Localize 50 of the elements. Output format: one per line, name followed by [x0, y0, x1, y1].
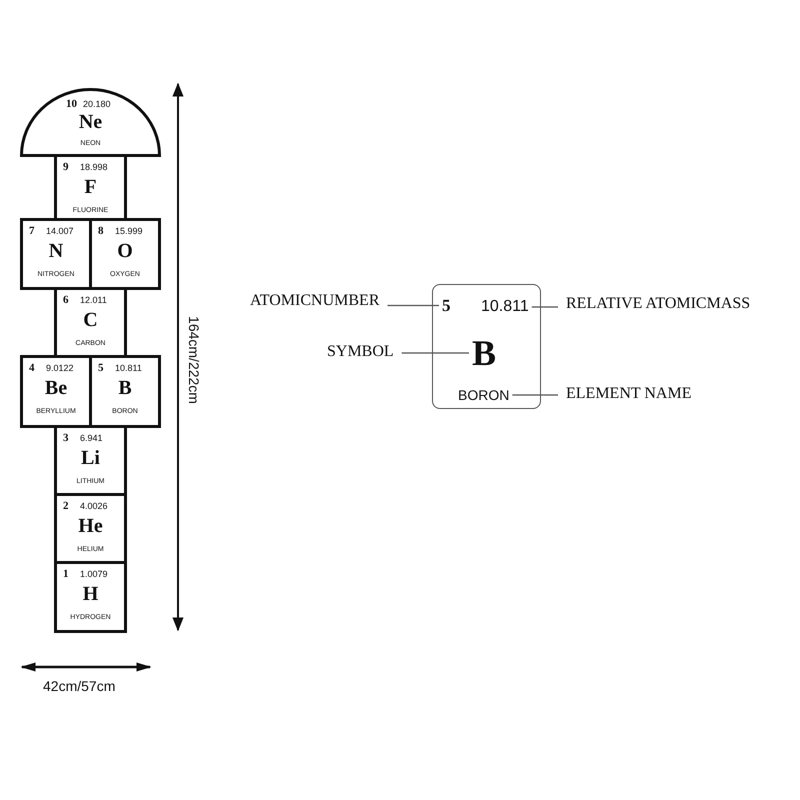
callout-label: ATOMICNUMBER — [250, 293, 380, 309]
element-tile — [54, 154, 127, 221]
atomic-mass: 20.180 — [83, 100, 111, 109]
leader-line — [402, 352, 469, 354]
leader-line — [532, 306, 558, 308]
key-tile — [432, 284, 541, 409]
callout-label: ELEMENT NAME — [566, 386, 692, 402]
atomic-number: 7 — [29, 226, 34, 237]
atomic-mass: 4.0026 — [80, 502, 108, 511]
atomic-mass: 14.007 — [46, 227, 74, 236]
atomic-mass: 1.0079 — [80, 570, 108, 579]
atomic-number: 3 — [63, 433, 68, 444]
leader-line — [388, 304, 439, 306]
element-symbol: Be — [44, 378, 68, 398]
element-tile — [54, 561, 127, 633]
atomic-number: 8 — [98, 226, 104, 237]
atomic-number: 5 — [98, 363, 104, 374]
atomic-mass: 6.941 — [80, 434, 103, 443]
atomic-number: 1 — [63, 569, 68, 580]
element-symbol: B — [118, 378, 132, 398]
atomic-number: 5 — [442, 297, 450, 314]
element-symbol: Ne — [78, 112, 102, 132]
atomic-mass: 10.811 — [481, 299, 529, 315]
atomic-mass: 10.811 — [115, 364, 142, 373]
atomic-number: 9 — [63, 162, 68, 173]
atomic-mass: 9.0122 — [46, 364, 74, 373]
element-symbol: C — [83, 310, 98, 330]
element-symbol: H — [82, 584, 98, 604]
element-name: BORON — [458, 388, 510, 402]
element-symbol: B — [472, 335, 496, 371]
element-symbol: He — [78, 516, 103, 536]
dimension-label: 42cm/57cm — [43, 679, 116, 693]
atomic-mass: 15.999 — [115, 227, 143, 236]
atomic-number: 2 — [63, 501, 68, 512]
atomic-number: 10 — [66, 99, 77, 110]
element-tile — [54, 287, 127, 358]
element-tile — [54, 425, 127, 496]
callout-label: SYMBOL — [327, 344, 394, 360]
callout-label: RELATIVE ATOMICMASS — [566, 296, 750, 312]
element-tile — [54, 493, 127, 564]
atomic-mass: 12.011 — [80, 296, 107, 305]
element-symbol: N — [48, 241, 64, 261]
leader-line — [512, 394, 558, 396]
atomic-number: 6 — [63, 295, 68, 306]
element-symbol: F — [84, 177, 97, 197]
dimension-label: 164cm/222cm — [187, 316, 201, 404]
element-symbol: O — [117, 241, 133, 261]
element-symbol: Li — [81, 448, 100, 468]
atomic-mass: 18.998 — [80, 163, 108, 172]
atomic-number: 4 — [29, 363, 34, 374]
